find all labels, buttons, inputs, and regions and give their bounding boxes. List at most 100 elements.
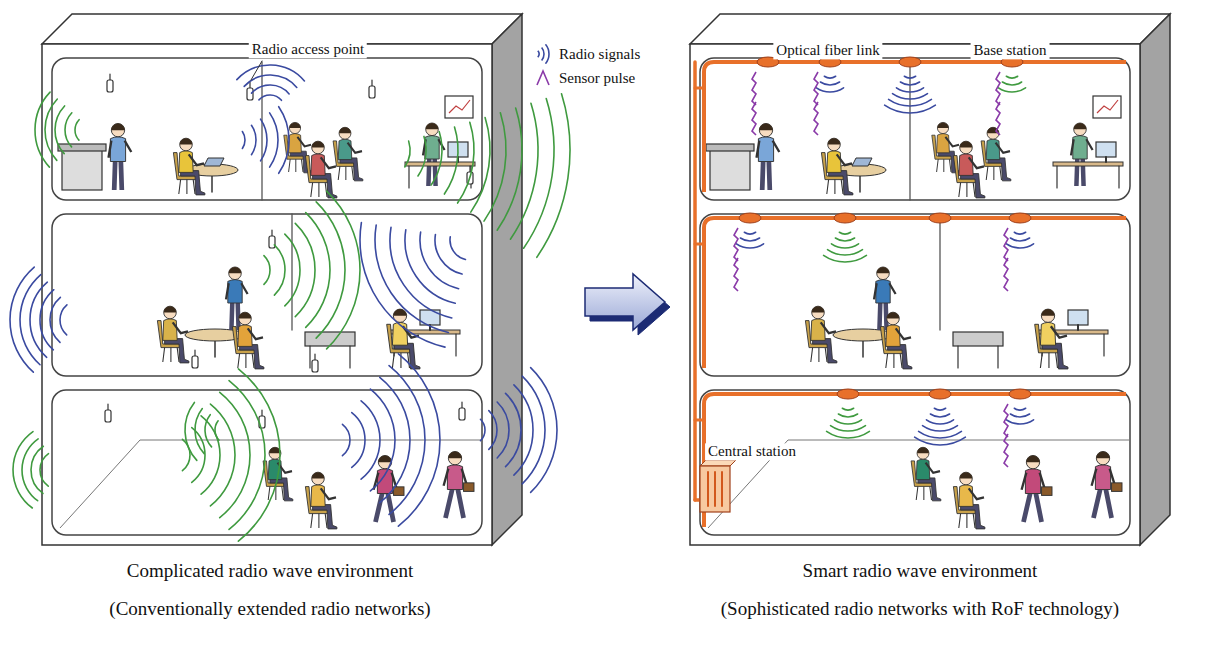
wave-arc (13, 432, 33, 508)
access-point (105, 404, 111, 422)
wave-arc (537, 94, 570, 257)
wave-arc (889, 99, 932, 106)
briefcase (1112, 483, 1122, 492)
building-side (1140, 14, 1170, 545)
wave-arc (279, 107, 289, 174)
radio-waves (885, 76, 936, 113)
plotter (305, 332, 355, 346)
wave-arc (435, 234, 462, 274)
wave-arc (842, 408, 853, 410)
person (981, 127, 1011, 181)
sensor-pulse (996, 102, 1000, 135)
arm (837, 154, 852, 165)
legs (114, 162, 122, 191)
arm (1051, 326, 1067, 337)
hair (1041, 309, 1054, 316)
hair (887, 312, 900, 318)
station-rack (707, 472, 709, 506)
wave-arc (375, 225, 448, 333)
wave-arc (418, 136, 426, 176)
arms (226, 283, 248, 299)
head (1074, 123, 1087, 136)
radio-waves (915, 408, 966, 445)
sensor-pulse (1004, 228, 1008, 261)
chair-legs (163, 348, 179, 362)
wave-arc (405, 230, 455, 304)
wave-arc (398, 354, 440, 526)
desk-leg (1118, 166, 1119, 188)
radio-waves (480, 368, 557, 493)
wave-arc (824, 76, 835, 78)
hair (378, 456, 391, 463)
torso (959, 485, 973, 507)
wave-arc (264, 256, 270, 285)
wave-arc (834, 420, 861, 424)
radio-waves (264, 191, 360, 349)
torso (1095, 465, 1110, 490)
torso (827, 151, 841, 173)
torso (238, 325, 252, 347)
hair (960, 472, 973, 478)
wave-arc (185, 402, 197, 460)
sensor-pulse (734, 258, 738, 291)
arm (969, 488, 984, 499)
wave-arc (306, 213, 330, 328)
legs (813, 339, 837, 363)
legend-text: Sensor pulse (559, 70, 635, 87)
wave-arc (934, 408, 945, 410)
torso (937, 134, 950, 153)
wave-arc (816, 88, 843, 92)
arm (189, 154, 204, 165)
torso (289, 134, 302, 153)
wave-arc (251, 125, 256, 154)
wave-arc (361, 401, 380, 479)
person (305, 472, 337, 529)
caption-text: Complicated radio wave environment (30, 560, 510, 583)
radio-waves (736, 232, 763, 248)
arms (109, 141, 132, 158)
wave-arc (824, 255, 867, 262)
torso (886, 325, 900, 347)
wave-arc (831, 244, 858, 248)
arm (926, 463, 940, 473)
wave-icon (542, 48, 544, 61)
plotter-leg (997, 346, 998, 368)
head (111, 124, 124, 137)
legs (888, 345, 912, 369)
briefcase (464, 483, 474, 492)
radio-waves (816, 76, 843, 92)
building (42, 14, 522, 545)
antenna (109, 74, 110, 80)
torso (1040, 322, 1055, 345)
wave-arc (261, 119, 267, 161)
person (805, 306, 837, 363)
station-body (700, 466, 730, 512)
wave-arc (820, 82, 839, 85)
head (960, 472, 973, 485)
antenna (371, 80, 372, 86)
briefcase (394, 487, 404, 496)
radio-waves (342, 354, 440, 526)
base-station (899, 57, 921, 67)
legs (446, 490, 464, 519)
base-station (929, 213, 951, 223)
chair-legs (338, 166, 353, 180)
hair (111, 124, 124, 131)
base-station (1009, 213, 1031, 223)
radio-waves (10, 267, 67, 372)
hair (448, 452, 461, 459)
wave-arc (220, 392, 250, 517)
wave-arc (922, 426, 957, 431)
torso (447, 465, 462, 490)
torso (758, 137, 773, 162)
fiber-run (704, 62, 1126, 192)
desk-leg (1103, 334, 1104, 356)
radio-waves (13, 432, 49, 508)
chair-legs (811, 348, 827, 362)
sensor-pulse (752, 102, 756, 135)
building-top (42, 14, 522, 44)
arm (173, 322, 188, 333)
partition-wall (909, 62, 910, 200)
hair (180, 138, 193, 144)
